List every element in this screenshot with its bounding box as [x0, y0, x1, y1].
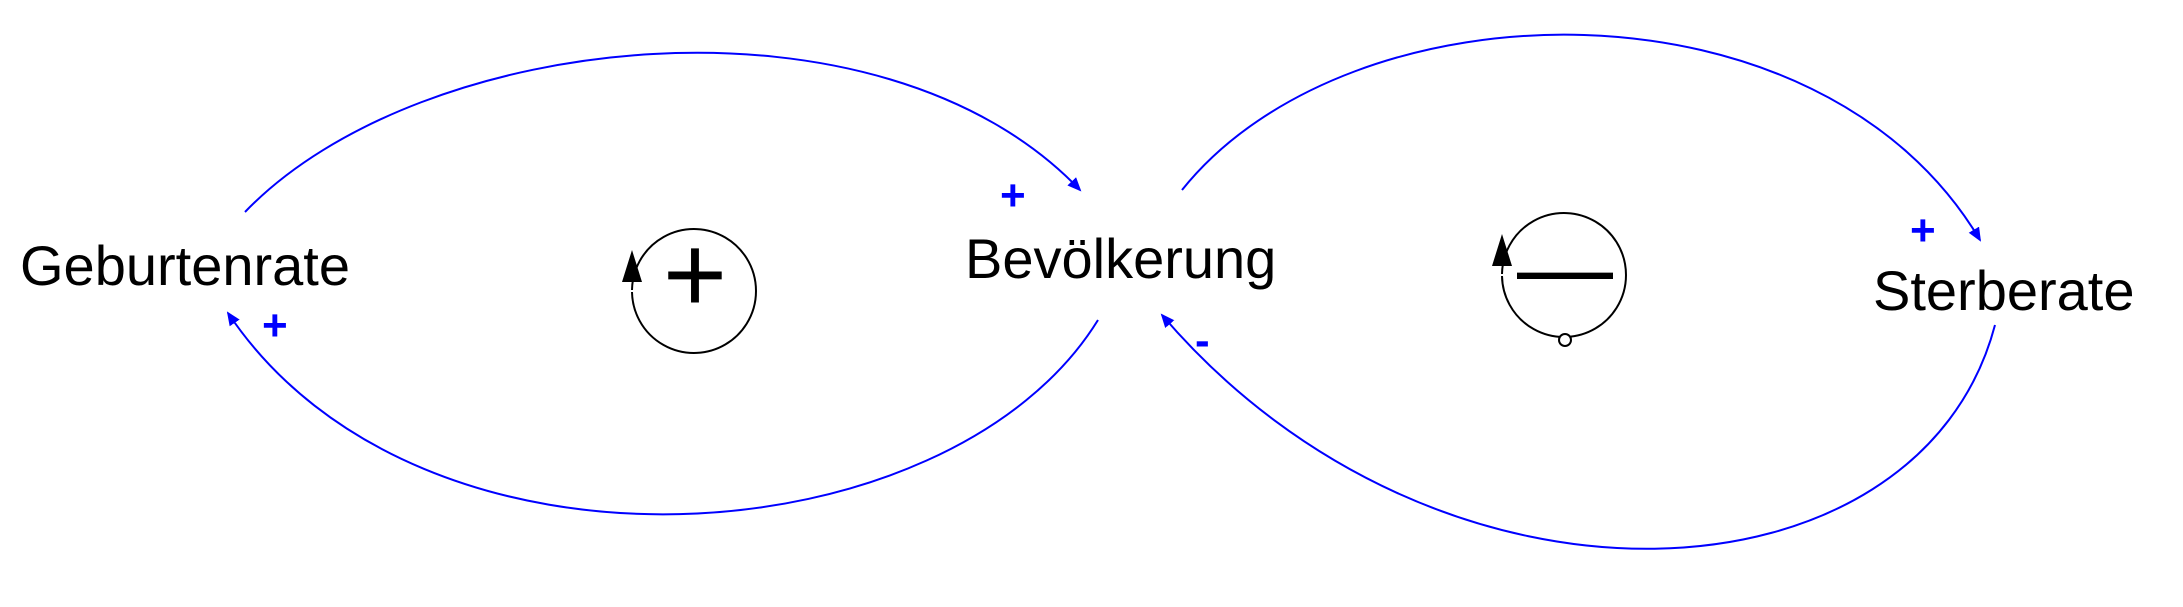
- reinforcing-loop-arrowhead-icon: [622, 250, 642, 282]
- link-population-to-birth-rate[interactable]: [226, 311, 1099, 516]
- reinforcing-loop-indicator: +: [622, 213, 757, 354]
- balancing-loop-arc-icon: [1501, 212, 1627, 338]
- polarity-population-to-birth: +: [262, 301, 288, 350]
- link-population-to-death-rate[interactable]: [1181, 33, 1982, 242]
- polarity-death-to-population: -: [1195, 316, 1210, 365]
- node-death-rate[interactable]: Sterberate: [1873, 259, 2135, 322]
- polarity-birth-to-population: +: [1000, 171, 1026, 220]
- link-death-rate-to-population[interactable]: [1160, 313, 1996, 550]
- balancing-loop-indicator: —: [1492, 212, 1627, 347]
- balancing-loop-marker-icon: [1558, 333, 1572, 347]
- reinforcing-loop-sign: +: [663, 213, 727, 336]
- node-birth-rate[interactable]: Geburtenrate: [20, 234, 350, 297]
- balancing-loop-sign: —: [1517, 214, 1613, 321]
- node-population[interactable]: Bevölkerung: [965, 227, 1276, 290]
- link-birth-rate-to-population[interactable]: [244, 51, 1082, 213]
- balancing-loop-arrowhead-icon: [1492, 234, 1512, 266]
- polarity-population-to-death: +: [1910, 206, 1936, 255]
- reinforcing-loop-arc-icon: [631, 228, 757, 354]
